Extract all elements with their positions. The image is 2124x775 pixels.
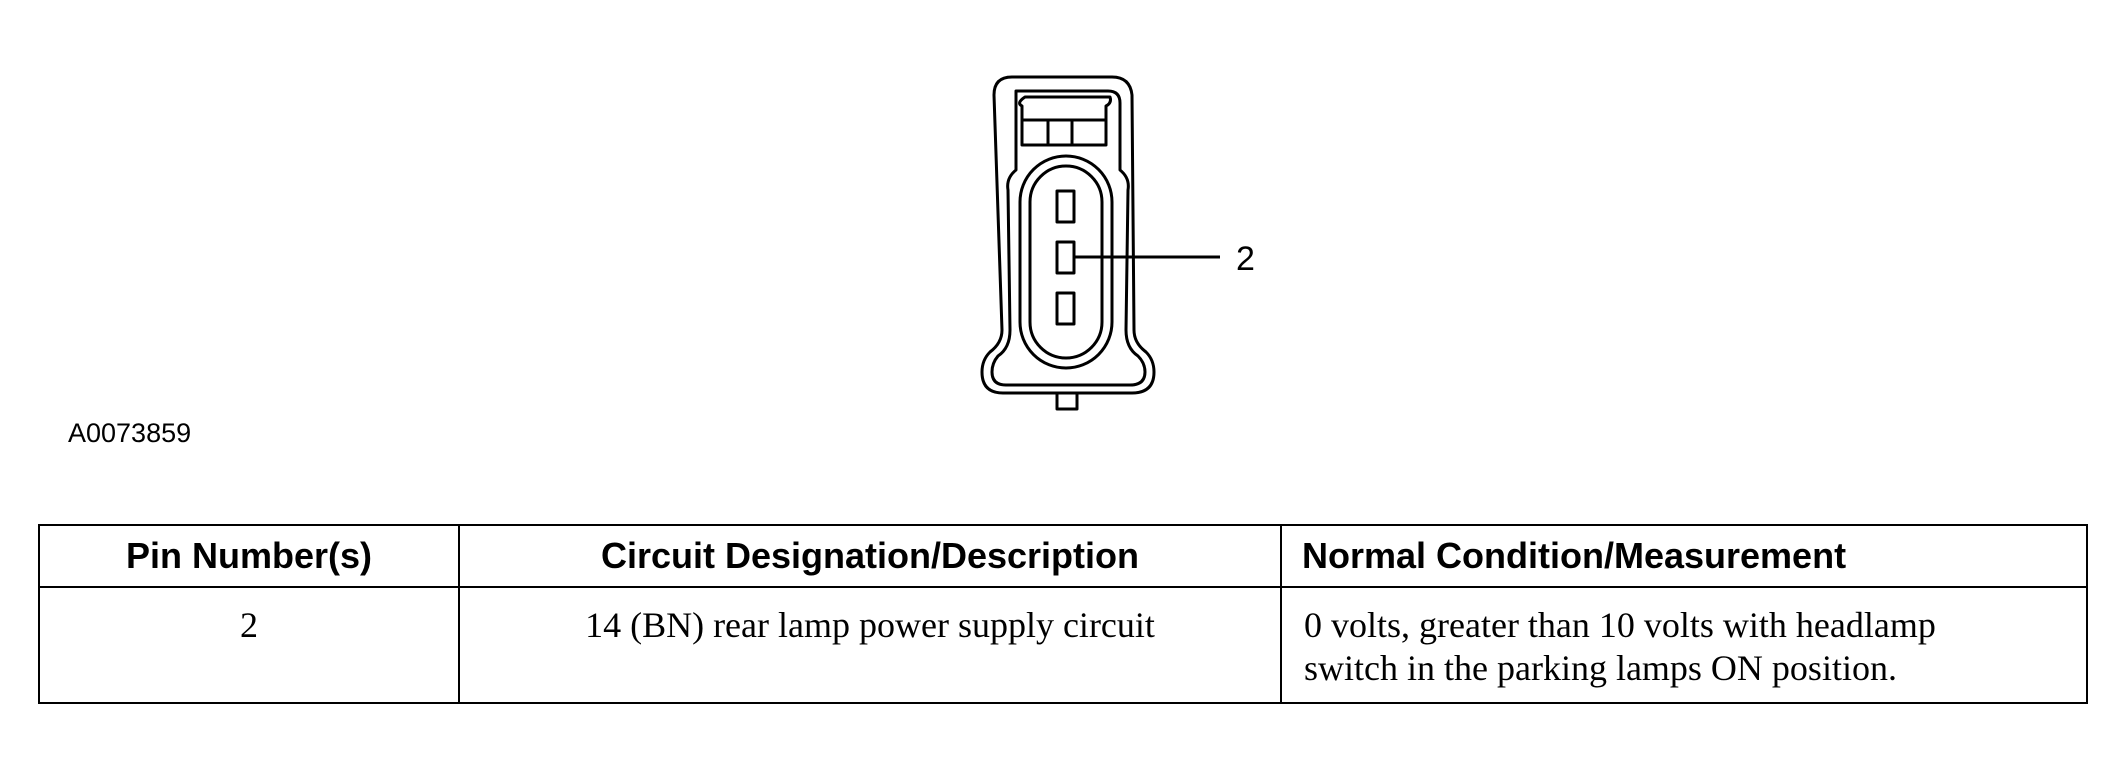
connector-housing-outer [980, 75, 1156, 395]
connector-diagram: 2 [980, 75, 1255, 411]
normal-condition-line-1: 0 volts, greater than 10 volts with head… [1304, 605, 1936, 645]
pin-table: Pin Number(s) Circuit Designation/Descri… [38, 524, 2088, 704]
header-pin-numbers: Pin Number(s) [38, 524, 460, 588]
figure-id: A0073859 [68, 418, 192, 448]
callout-label: 2 [1236, 240, 1255, 278]
cell-normal-condition: 0 volts, greater than 10 volts with head… [1280, 586, 2088, 704]
table-row: 2 14 (BN) rear lamp power supply circuit… [38, 586, 2088, 704]
terminal-cavity-outer [1018, 154, 1114, 370]
header-normal-condition: Normal Condition/Measurement [1280, 524, 2088, 588]
pin-1 [1055, 189, 1076, 224]
table-header-row: Pin Number(s) Circuit Designation/Descri… [38, 524, 2088, 588]
locking-tab [1018, 95, 1112, 147]
connector-housing-inner [990, 89, 1147, 387]
header-circuit-designation: Circuit Designation/Description [458, 524, 1282, 588]
pin-3 [1055, 291, 1076, 326]
cell-pin-number: 2 [38, 586, 460, 704]
cell-circuit-description: 14 (BN) rear lamp power supply circuit [458, 586, 1282, 704]
terminal-cavity-inner [1028, 164, 1104, 360]
bottom-key [1055, 393, 1079, 411]
normal-condition-line-2: switch in the parking lamps ON position. [1304, 648, 1897, 688]
pin-2 [1055, 240, 1076, 275]
